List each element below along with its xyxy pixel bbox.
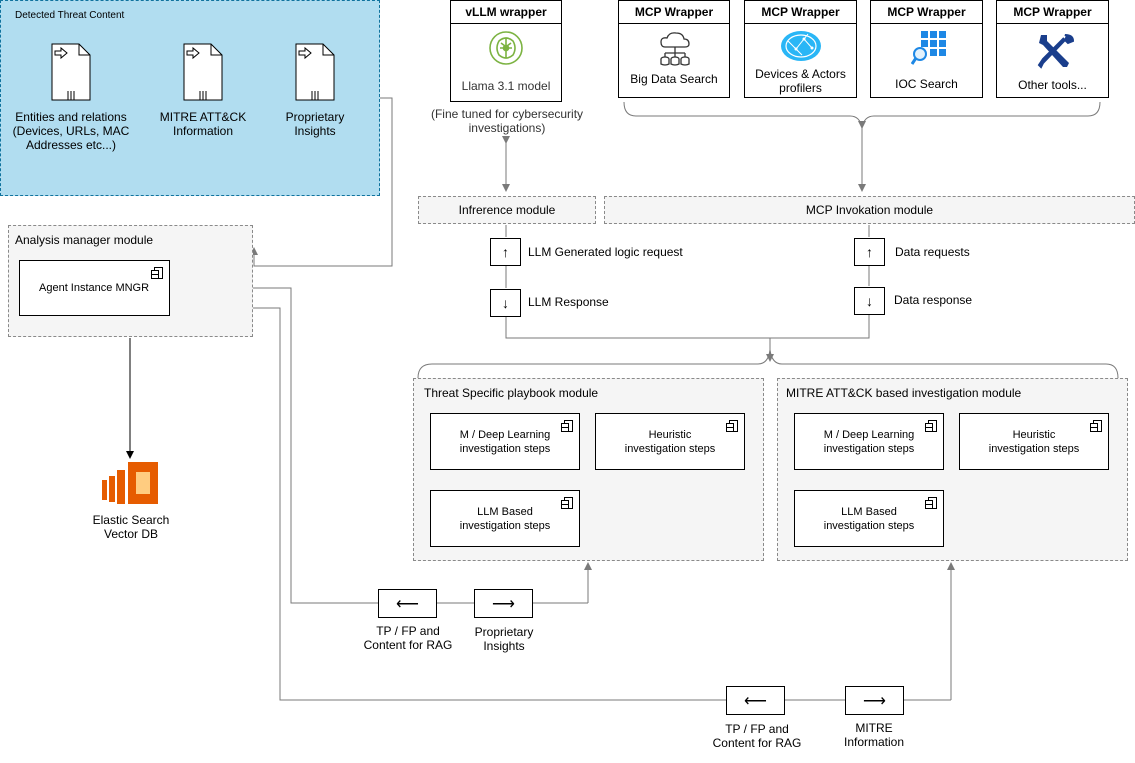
flow1-right-label: Proprietary Insights (474, 625, 534, 653)
ml-steps-label: M / Deep Learning investigation steps (823, 428, 915, 455)
elastic-db-icon (102, 462, 158, 504)
ml-steps-component: M / Deep Learning investigation steps (430, 413, 580, 470)
mcp-invokation-module-label: MCP Invokation module (805, 203, 934, 217)
component-icon (726, 420, 738, 432)
data-requests-label: Data requests (895, 245, 970, 259)
mcp-wrapper-title: MCP Wrapper (997, 1, 1108, 24)
agent-instance-component: Agent Instance MNGR (19, 260, 170, 316)
mcp-wrapper-label: Other tools... (1018, 78, 1087, 92)
ml-steps-component: M / Deep Learning investigation steps (794, 413, 944, 470)
doc-label-proprietary: Proprietary Insights (285, 110, 345, 138)
up-arrow-icon: ↑ (866, 244, 873, 260)
right-arrow-icon: ⟶ (863, 692, 886, 710)
llm-steps-component: LLM Based investigation steps (794, 490, 944, 547)
down-arrow-icon: ↓ (866, 293, 873, 309)
up-arrow-icon: ↑ (502, 244, 509, 260)
heuristic-steps-label: Heuristic investigation steps (624, 428, 716, 455)
mcp-wrapper-profilers: MCP Wrapper Devices & Actors profilers (744, 0, 857, 98)
elastic-label: Elastic Search Vector DB (92, 513, 170, 541)
data-request-arrow-box: ↑ (854, 238, 885, 266)
mitre-module: MITRE ATT&CK based investigation module … (777, 378, 1128, 561)
vllm-note: (Fine tuned for cybersecurity investigat… (430, 107, 584, 135)
flow2-left-label: TP / FP and Content for RAG (712, 722, 802, 750)
agent-instance-label: Agent Instance MNGR (39, 282, 150, 294)
component-icon (925, 420, 937, 432)
heuristic-steps-component: Heuristic investigation steps (959, 413, 1109, 470)
inference-module: Infrerence module (418, 196, 596, 224)
component-icon (925, 497, 937, 509)
component-icon (1090, 420, 1102, 432)
document-icon (183, 43, 223, 101)
component-icon (561, 420, 573, 432)
ml-steps-label: M / Deep Learning investigation steps (459, 428, 551, 455)
playbook-module-title: Threat Specific playbook module (424, 386, 599, 400)
left-arrow-icon: ⟵ (396, 595, 419, 613)
llm-steps-label: LLM Based investigation steps (459, 505, 551, 532)
brain-chip-icon (489, 31, 523, 65)
mcp-wrapper-big-data: MCP Wrapper Big Data Search (618, 0, 730, 98)
flow1-left-label: TP / FP and Content for RAG (363, 624, 453, 652)
magnifier-grid-icon (911, 31, 946, 65)
flow2-right-arrow-box: ⟶ (845, 686, 904, 715)
right-arrow-icon: ⟶ (492, 595, 515, 613)
llm-request-arrow-box: ↑ (490, 238, 521, 266)
left-arrow-icon: ⟵ (744, 692, 767, 710)
analysis-manager-title: Analysis manager module (15, 233, 154, 247)
flow1-right-arrow-box: ⟶ (474, 589, 533, 618)
threat-content-panel: Detected Threat Content Entities and rel… (0, 0, 380, 196)
vllm-model: Llama 3.1 model (461, 79, 551, 93)
tools-icon (1037, 34, 1075, 69)
heuristic-steps-component: Heuristic investigation steps (595, 413, 745, 470)
llm-response-arrow-box: ↓ (490, 289, 521, 317)
mcp-invokation-module: MCP Invokation module (604, 196, 1135, 224)
mcp-wrapper-label: Big Data Search (630, 72, 718, 86)
vllm-title: vLLM wrapper (451, 1, 561, 24)
playbook-module: Threat Specific playbook module M / Deep… (413, 378, 764, 561)
mcp-wrapper-title: MCP Wrapper (871, 1, 982, 24)
mcp-wrapper-ioc: MCP Wrapper IOC Search (870, 0, 983, 98)
threat-panel-title: Detected Threat Content (15, 10, 125, 21)
cloud-database-icon (660, 32, 690, 66)
mcp-wrapper-title: MCP Wrapper (745, 1, 856, 24)
down-arrow-icon: ↓ (502, 295, 509, 311)
mitre-module-title: MITRE ATT&CK based investigation module (786, 386, 1022, 400)
globe-network-icon (781, 31, 821, 61)
mcp-wrapper-label: Devices & Actors profilers (755, 67, 846, 95)
heuristic-steps-label: Heuristic investigation steps (988, 428, 1080, 455)
inference-module-label: Infrerence module (458, 203, 556, 217)
flow1-left-arrow-box: ⟵ (378, 589, 437, 618)
data-response-arrow-box: ↓ (854, 287, 885, 315)
mcp-wrapper-title: MCP Wrapper (619, 1, 729, 24)
document-icon (295, 43, 335, 101)
connector-threat-to-manager (250, 97, 393, 267)
llm-steps-component: LLM Based investigation steps (430, 490, 580, 547)
flow2-right-label: MITRE Information (843, 721, 905, 749)
mcp-brace (623, 101, 1101, 129)
component-icon (151, 267, 163, 279)
mcp-wrapper-other-tools: MCP Wrapper Other tools... (996, 0, 1109, 98)
flow2-left-arrow-box: ⟵ (726, 686, 785, 715)
mcp-wrapper-label: IOC Search (895, 77, 958, 91)
doc-label-entities: Entities and relations (Devices, URLs, M… (12, 110, 130, 152)
llm-steps-label: LLM Based investigation steps (823, 505, 915, 532)
component-icon (561, 497, 573, 509)
vllm-wrapper: vLLM wrapper Llama 3.1 model (450, 0, 562, 102)
llm-request-label: LLM Generated logic request (528, 245, 683, 259)
analysis-manager-module: Analysis manager module Agent Instance M… (8, 225, 253, 337)
document-icon (51, 43, 91, 101)
llm-response-label: LLM Response (528, 295, 609, 309)
doc-label-mitre: MITRE ATT&CK Information (159, 110, 247, 138)
data-response-label: Data response (894, 293, 973, 307)
modules-brace (417, 349, 1119, 379)
